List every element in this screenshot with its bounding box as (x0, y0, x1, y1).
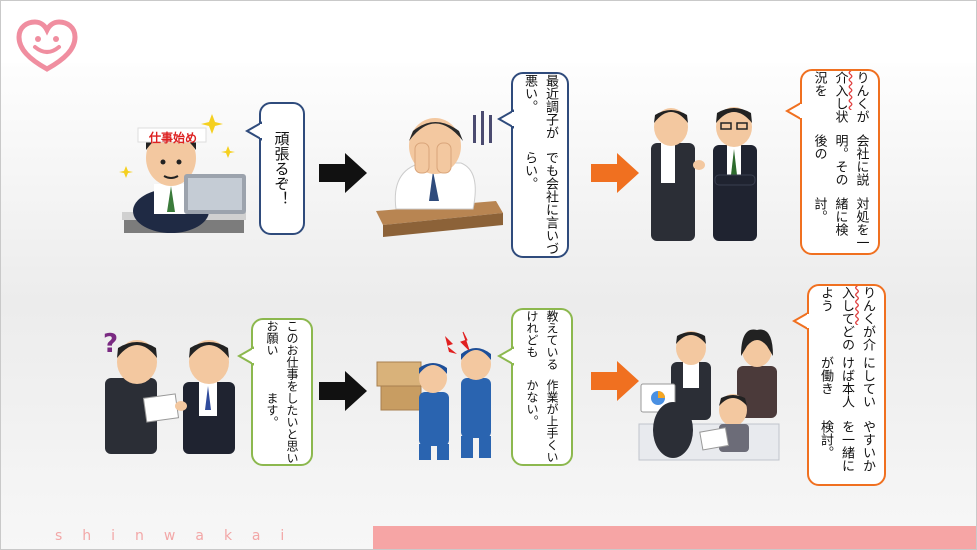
struggling-workers-illustration (376, 331, 491, 460)
bubble-2-line-1: 最近調子が悪い。 (522, 74, 558, 139)
rinku-highlight: りんく (860, 286, 875, 325)
bubble-4-line-1: このお仕事をお願い (265, 320, 299, 392)
bubble-tail (497, 346, 515, 366)
bubble-1-text: 頑張るぞ！ (272, 131, 291, 206)
handing-document-illustration: ? (103, 329, 235, 454)
bubble-tail (237, 346, 255, 366)
bubble-6-line-3: やすいかを一緒に検討。 (818, 419, 875, 472)
meeting-illustration (638, 329, 780, 461)
bubble-5-line-2: 作業が上手くいかない。 (525, 379, 559, 464)
bubble-6-line-2: にしていけば本人が働き (818, 355, 875, 408)
top-band (1, 1, 976, 63)
svg-text:?: ? (103, 329, 118, 359)
bubble-tail (792, 311, 810, 331)
motivated-worker-illustration (119, 114, 246, 233)
speech-bubble-2: 最近調子が悪い。 でも会社に言いづらい。 (511, 72, 569, 258)
bubble-5-line-1: 教えているけれども (525, 310, 559, 370)
bubble-3-line-1-rest: が介入し状況を (811, 71, 869, 123)
orange-arrow-icon (591, 361, 639, 401)
bubble-3-line-1: りんくが介入し状況を (809, 71, 872, 134)
bubble-4-line-2: したいと思います。 (265, 392, 299, 464)
speech-bubble-4: このお仕事をお願い したいと思います。 (251, 318, 313, 466)
footer-brand: shinwakai (55, 528, 305, 544)
speech-bubble-5: 教えているけれども 作業が上手くいかない。 (511, 308, 573, 466)
two-businessmen-illustration (651, 107, 757, 241)
rinku-highlight: りんく (853, 71, 869, 110)
bubble-3-line-2: 会社に説明。その後の (811, 133, 869, 186)
speech-bubble-3: りんくが介入し状況を 会社に説明。その後の 対処を一緒に検討。 (800, 69, 880, 255)
speech-bubble-1: 頑張るぞ！ (259, 102, 305, 235)
headband-text: 仕事始め (148, 131, 197, 145)
footer-bar (373, 526, 976, 549)
smile-heart-logo-icon (16, 19, 78, 72)
black-arrow-icon (319, 153, 367, 193)
bubble-6-line-1: りんくが介入してどのよう (815, 286, 878, 356)
bubble-tail (245, 121, 263, 141)
troubled-worker-illustration (376, 111, 503, 237)
speech-bubble-6: りんくが介入してどのよう にしていけば本人が働き やすいかを一緒に検討。 (807, 284, 886, 486)
bubble-6-line-1-rest: が介入してどのよう (818, 286, 875, 351)
bubble-2-line-2: でも会社に言いづらい。 (522, 150, 558, 255)
bubble-tail (785, 101, 803, 121)
black-arrow-icon (319, 371, 367, 411)
orange-arrow-icon (591, 153, 639, 193)
bubble-3-line-3: 対処を一緒に検討。 (811, 196, 869, 249)
bubble-tail (497, 109, 515, 129)
